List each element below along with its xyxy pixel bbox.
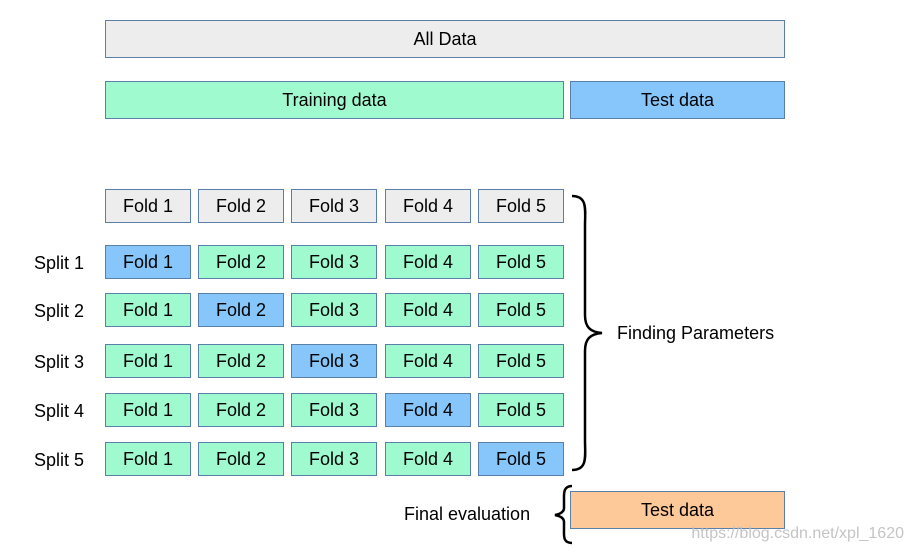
split-5-fold-4-train: Fold 4 (385, 442, 471, 476)
split-label-4: Split 4 (34, 401, 85, 421)
finding-parameters-label: Finding Parameters (617, 323, 775, 343)
split-1-fold-4-train: Fold 4 (385, 245, 471, 279)
fold-label: Fold 4 (402, 299, 454, 320)
fold-label: Fold 4 (402, 350, 454, 371)
test-data-bar: Test data (570, 81, 785, 119)
split-4-fold-4-test: Fold 4 (385, 393, 471, 427)
fold-label: Fold 2 (215, 299, 267, 320)
split-5-fold-1-train: Fold 1 (105, 442, 191, 476)
header-fold-label: Fold 4 (402, 195, 454, 216)
fold-label: Fold 1 (122, 251, 174, 272)
fold-label: Fold 3 (308, 251, 360, 272)
split-1-fold-2-train: Fold 2 (198, 245, 284, 279)
training-data-label: Training data (282, 89, 387, 110)
split-4-fold-2-train: Fold 2 (198, 393, 284, 427)
split-label-1: Split 1 (34, 253, 85, 273)
finding-parameters-brace (571, 194, 603, 472)
split-5-fold-5-test: Fold 5 (478, 442, 564, 476)
split-4-fold-5-train: Fold 5 (478, 393, 564, 427)
final-evaluation-label: Final evaluation (404, 504, 531, 524)
split-label-5: Split 5 (34, 450, 85, 470)
fold-label: Fold 3 (308, 350, 360, 371)
fold-label: Fold 2 (215, 399, 267, 420)
final-evaluation-brace (554, 484, 573, 545)
split-2-fold-1-train: Fold 1 (105, 293, 191, 327)
training-data-bar: Training data (105, 81, 564, 119)
watermark: https://blog.csdn.net/xpl_1620 (691, 525, 904, 542)
fold-label: Fold 3 (308, 448, 360, 469)
fold-label: Fold 4 (402, 448, 454, 469)
final-test-data-bar: Test data (570, 491, 785, 529)
fold-label: Fold 1 (122, 448, 174, 469)
all-data-label: All Data (413, 28, 477, 49)
header-fold-label: Fold 2 (215, 195, 267, 216)
fold-label: Fold 3 (308, 299, 360, 320)
split-3-fold-5-train: Fold 5 (478, 344, 564, 378)
split-3-fold-4-train: Fold 4 (385, 344, 471, 378)
test-data-label: Test data (640, 89, 715, 110)
fold-label: Fold 5 (495, 350, 547, 371)
fold-label: Fold 1 (122, 299, 174, 320)
split-2-fold-2-test: Fold 2 (198, 293, 284, 327)
fold-label: Fold 3 (308, 399, 360, 420)
split-label-3: Split 3 (34, 352, 85, 372)
header-fold-label: Fold 5 (495, 195, 547, 216)
split-1-fold-5-train: Fold 5 (478, 245, 564, 279)
split-3-fold-3-test: Fold 3 (291, 344, 377, 378)
split-3-fold-2-train: Fold 2 (198, 344, 284, 378)
split-2-fold-5-train: Fold 5 (478, 293, 564, 327)
split-1-fold-3-train: Fold 3 (291, 245, 377, 279)
split-3-fold-1-train: Fold 1 (105, 344, 191, 378)
header-fold-5: Fold 5 (478, 189, 564, 223)
split-label-2: Split 2 (34, 301, 85, 321)
fold-label: Fold 4 (402, 251, 454, 272)
split-5-fold-2-train: Fold 2 (198, 442, 284, 476)
header-fold-1: Fold 1 (105, 189, 191, 223)
fold-label: Fold 1 (122, 350, 174, 371)
split-4-fold-3-train: Fold 3 (291, 393, 377, 427)
split-4-fold-1-train: Fold 1 (105, 393, 191, 427)
header-fold-label: Fold 1 (122, 195, 174, 216)
fold-label: Fold 5 (495, 299, 547, 320)
fold-label: Fold 5 (495, 251, 547, 272)
fold-label: Fold 4 (402, 399, 454, 420)
fold-label: Fold 2 (215, 448, 267, 469)
fold-label: Fold 5 (495, 399, 547, 420)
fold-label: Fold 5 (495, 448, 547, 469)
all-data-bar: All Data (105, 20, 785, 58)
final-test-data-label: Test data (640, 499, 715, 520)
header-fold-2: Fold 2 (198, 189, 284, 223)
split-2-fold-3-train: Fold 3 (291, 293, 377, 327)
header-fold-label: Fold 3 (308, 195, 360, 216)
fold-label: Fold 1 (122, 399, 174, 420)
split-2-fold-4-train: Fold 4 (385, 293, 471, 327)
fold-label: Fold 2 (215, 251, 267, 272)
fold-label: Fold 2 (215, 350, 267, 371)
split-1-fold-1-test: Fold 1 (105, 245, 191, 279)
split-5-fold-3-train: Fold 3 (291, 442, 377, 476)
header-fold-3: Fold 3 (291, 189, 377, 223)
header-fold-4: Fold 4 (385, 189, 471, 223)
